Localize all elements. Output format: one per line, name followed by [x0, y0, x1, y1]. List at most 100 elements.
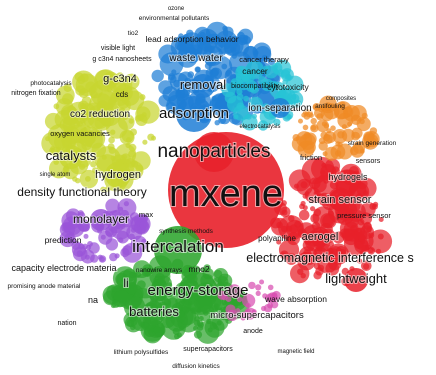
green-cluster-bubble: [176, 332, 182, 338]
term-label-adsorption[interactable]: adsorption: [158, 104, 230, 123]
term-label-cancer-therapy[interactable]: cancer therapy: [239, 55, 289, 64]
orange-cluster-bubble: [298, 118, 303, 124]
blue-cluster-bubble: [151, 69, 164, 83]
term-label-na[interactable]: na: [87, 294, 99, 306]
term-label-cds[interactable]: cds: [116, 90, 128, 99]
term-label-photocatalysis[interactable]: photocatalysis: [30, 80, 72, 87]
term-label-magnetic-field[interactable]: magnetic field: [277, 349, 314, 355]
term-label-wave-absorption[interactable]: wave absorption: [264, 294, 327, 304]
term-label-g-c3n4-nanosheets[interactable]: g c3n4 nanosheets: [92, 56, 152, 63]
term-label-monolayer[interactable]: monolayer: [72, 211, 130, 227]
green-cluster-bubble: [125, 281, 138, 295]
term-label-mxene[interactable]: mxene: [168, 172, 284, 216]
red-cluster-bubble: [313, 208, 322, 217]
cyan-cluster-bubble: [251, 113, 257, 119]
term-label-tio2[interactable]: tio2: [128, 30, 139, 37]
red-cluster-bubble: [356, 258, 363, 264]
yellow-cluster-bubble: [142, 139, 148, 145]
term-label-g-c3n4[interactable]: g-c3n4: [102, 72, 138, 86]
yellow-cluster-bubble: [120, 153, 131, 164]
term-label-supercapacitors[interactable]: supercapacitors: [183, 346, 233, 353]
term-label-synthesis-methods[interactable]: synthesis methods: [159, 228, 214, 235]
purple-cluster-bubble: [77, 211, 86, 220]
term-label-density-functional-theory[interactable]: density functional theory: [16, 184, 147, 200]
term-label-li[interactable]: li: [122, 275, 129, 291]
term-label-intercalation[interactable]: intercalation: [131, 236, 225, 257]
term-label-electrocatalysis[interactable]: electrocatalysis: [239, 124, 280, 130]
term-label-lithium-polysulfides[interactable]: lithium polysulfides: [114, 349, 169, 356]
term-label-batteries[interactable]: batteries: [128, 303, 180, 320]
term-label-mno2[interactable]: mno2: [188, 264, 210, 274]
aerogel-bubble: [310, 227, 330, 247]
term-label-lead-adsorption-behavior[interactable]: lead adsorption behavior: [145, 34, 238, 44]
yellow-cluster-bubble: [77, 76, 86, 85]
term-label-promising-anode-material[interactable]: promising anode material: [8, 283, 82, 290]
term-label-max[interactable]: max: [139, 210, 153, 219]
cyan-cluster-bubble: [236, 93, 244, 101]
term-label-biocompatibility[interactable]: biocompatibility: [231, 83, 279, 90]
term-label-sensors[interactable]: sensors: [356, 158, 381, 165]
term-label-micro-supercapacitors[interactable]: micro-supercapacitors: [209, 309, 305, 322]
term-label-cancer[interactable]: cancer: [242, 66, 268, 76]
term-label-visible-light[interactable]: visible light: [101, 45, 135, 52]
red-cluster-bubble: [314, 243, 334, 263]
term-label-ion-separation[interactable]: ion-separation: [247, 102, 312, 115]
adsorption-bubble: [176, 96, 212, 132]
pink-cluster-bubble: [255, 284, 262, 291]
term-label-strain-generation[interactable]: strain generation: [348, 140, 397, 147]
orange-cluster-bubble: [310, 117, 317, 125]
energy-storage-bubble: [178, 272, 218, 312]
yellow-cluster-bubble: [100, 186, 106, 193]
term-label-lightweight[interactable]: lightweight: [324, 270, 388, 287]
term-label-composites[interactable]: composites: [326, 96, 356, 102]
term-label-diffusion-kinetics[interactable]: diffusion kinetics: [172, 363, 220, 370]
term-label-single-atom[interactable]: single atom: [40, 172, 71, 178]
term-label-hydrogels[interactable]: hydrogels: [327, 171, 369, 183]
term-label-capacity-electrode-materia[interactable]: capacity electrode materia: [10, 262, 117, 274]
term-label-nation[interactable]: nation: [57, 320, 76, 327]
term-label-strain-sensor[interactable]: strain sensor: [308, 193, 373, 207]
term-label-oxygen-vacancies[interactable]: oxygen vacancies: [50, 129, 110, 138]
term-label-anode[interactable]: anode: [243, 328, 263, 335]
term-label-polyaniline[interactable]: polyaniline: [258, 234, 296, 243]
term-label-nanowire-arrays[interactable]: nanowire arrays: [136, 267, 183, 274]
green-cluster-bubble: [144, 325, 157, 337]
yellow-cluster-bubble: [136, 100, 160, 124]
purple-cluster-bubble: [122, 245, 133, 256]
cyan-cluster-bubble: [236, 79, 244, 87]
term-label-layer: ozone environmental pollutants tio2 lead ad…: [8, 6, 415, 370]
term-label-pressure-sensor[interactable]: pressure sensor: [337, 211, 391, 220]
yellow-cluster-bubble: [94, 130, 101, 137]
term-label-removal[interactable]: removal: [179, 76, 227, 93]
term-label-hydrogen[interactable]: hydrogen: [94, 168, 142, 182]
term-label-ozone[interactable]: ozone: [168, 6, 185, 12]
red-cluster-bubble: [324, 158, 341, 174]
orange-cluster-bubble: [292, 134, 300, 142]
term-label-co2-reduction[interactable]: co2 reduction: [69, 108, 131, 121]
pink-cluster-bubble: [261, 305, 267, 312]
red-cluster-bubble: [369, 203, 377, 210]
pink-cluster-bubble: [244, 307, 257, 320]
intercalation-bubble: [154, 226, 202, 274]
red-cluster-bubble: [368, 247, 374, 254]
term-label-nanoparticles[interactable]: nanoparticles: [156, 140, 271, 163]
blue-cluster-bubble: [185, 48, 200, 64]
term-label-cytotoxicity[interactable]: cytotoxicity: [267, 82, 309, 92]
red-cluster-bubble: [310, 206, 316, 212]
term-label-antifouling[interactable]: antifouling: [315, 103, 345, 110]
term-label-prediction[interactable]: prediction: [45, 235, 82, 245]
red-cluster-bubble: [318, 192, 332, 206]
blue-cluster-bubble: [221, 63, 228, 70]
term-label-nitrogen-fixation[interactable]: nitrogen fixation: [11, 90, 61, 97]
yellow-cluster-bubble: [63, 128, 69, 134]
term-label-energy-storage[interactable]: energy-storage: [147, 281, 250, 300]
blue-cluster-bubble: [254, 46, 272, 63]
term-label-waste-water[interactable]: waste water: [167, 52, 224, 65]
strain-sensor-bubble: [329, 189, 351, 211]
term-label-friction[interactable]: friction: [300, 153, 322, 162]
term-label-aerogel[interactable]: aerogel: [301, 230, 340, 244]
term-label-electromagnetic-interference-s[interactable]: electromagnetic interference s: [245, 250, 414, 266]
term-label-environmental-pollutants[interactable]: environmental pollutants: [139, 15, 210, 22]
term-label-catalysts[interactable]: catalysts: [45, 147, 98, 164]
